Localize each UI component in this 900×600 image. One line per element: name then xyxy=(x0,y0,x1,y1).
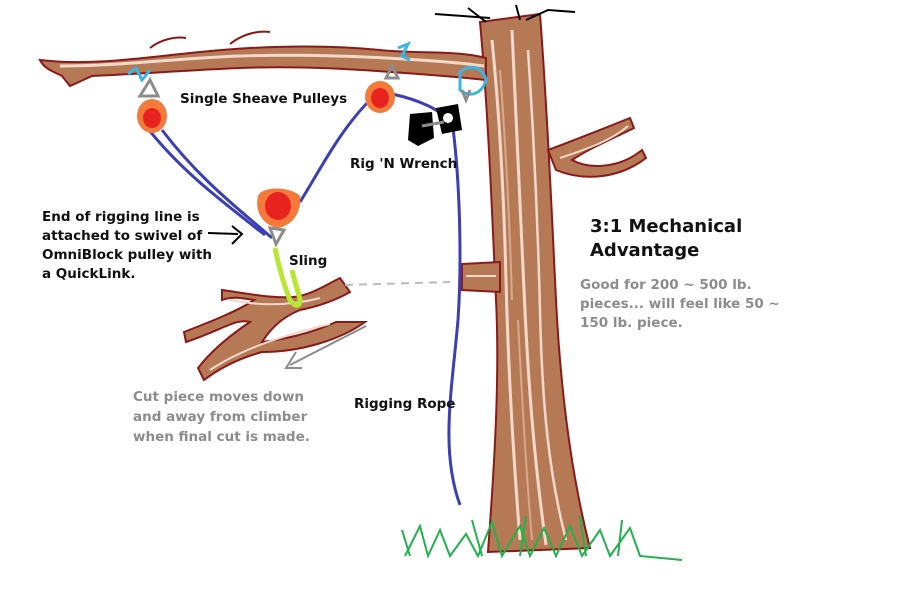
dashed-guide-line xyxy=(344,281,451,286)
cut-direction-arrow xyxy=(284,325,367,369)
right-branch xyxy=(546,116,648,178)
label-mechanical-advantage: 3:1 Mechanical Advantage xyxy=(590,216,743,261)
arrow-to-omniblock xyxy=(207,225,244,245)
upper-branch xyxy=(38,30,487,88)
rig-n-wrench xyxy=(408,65,488,146)
sling xyxy=(272,247,303,308)
middle-pulley xyxy=(365,41,412,113)
tree-trunk xyxy=(434,4,592,554)
label-sling: Sling xyxy=(289,253,328,269)
label-rig-n-wrench: Rig 'N Wrench xyxy=(350,156,458,172)
label-rigging-rope: Rigging Rope xyxy=(354,396,456,412)
label-good-for: Good for 200 ~ 500 lb. pieces... will fe… xyxy=(580,277,780,331)
label-cut-piece: Cut piece moves down and away from climb… xyxy=(133,389,310,445)
trunk-stub xyxy=(461,260,501,294)
left-pulley xyxy=(127,65,167,133)
omniblock-pulley xyxy=(257,188,301,248)
label-single-sheave-pulleys: Single Sheave Pulleys xyxy=(180,91,348,107)
label-end-of-rigging-line: End of rigging line is attached to swive… xyxy=(42,209,213,282)
grass xyxy=(401,515,683,561)
cut-branch xyxy=(182,276,369,382)
